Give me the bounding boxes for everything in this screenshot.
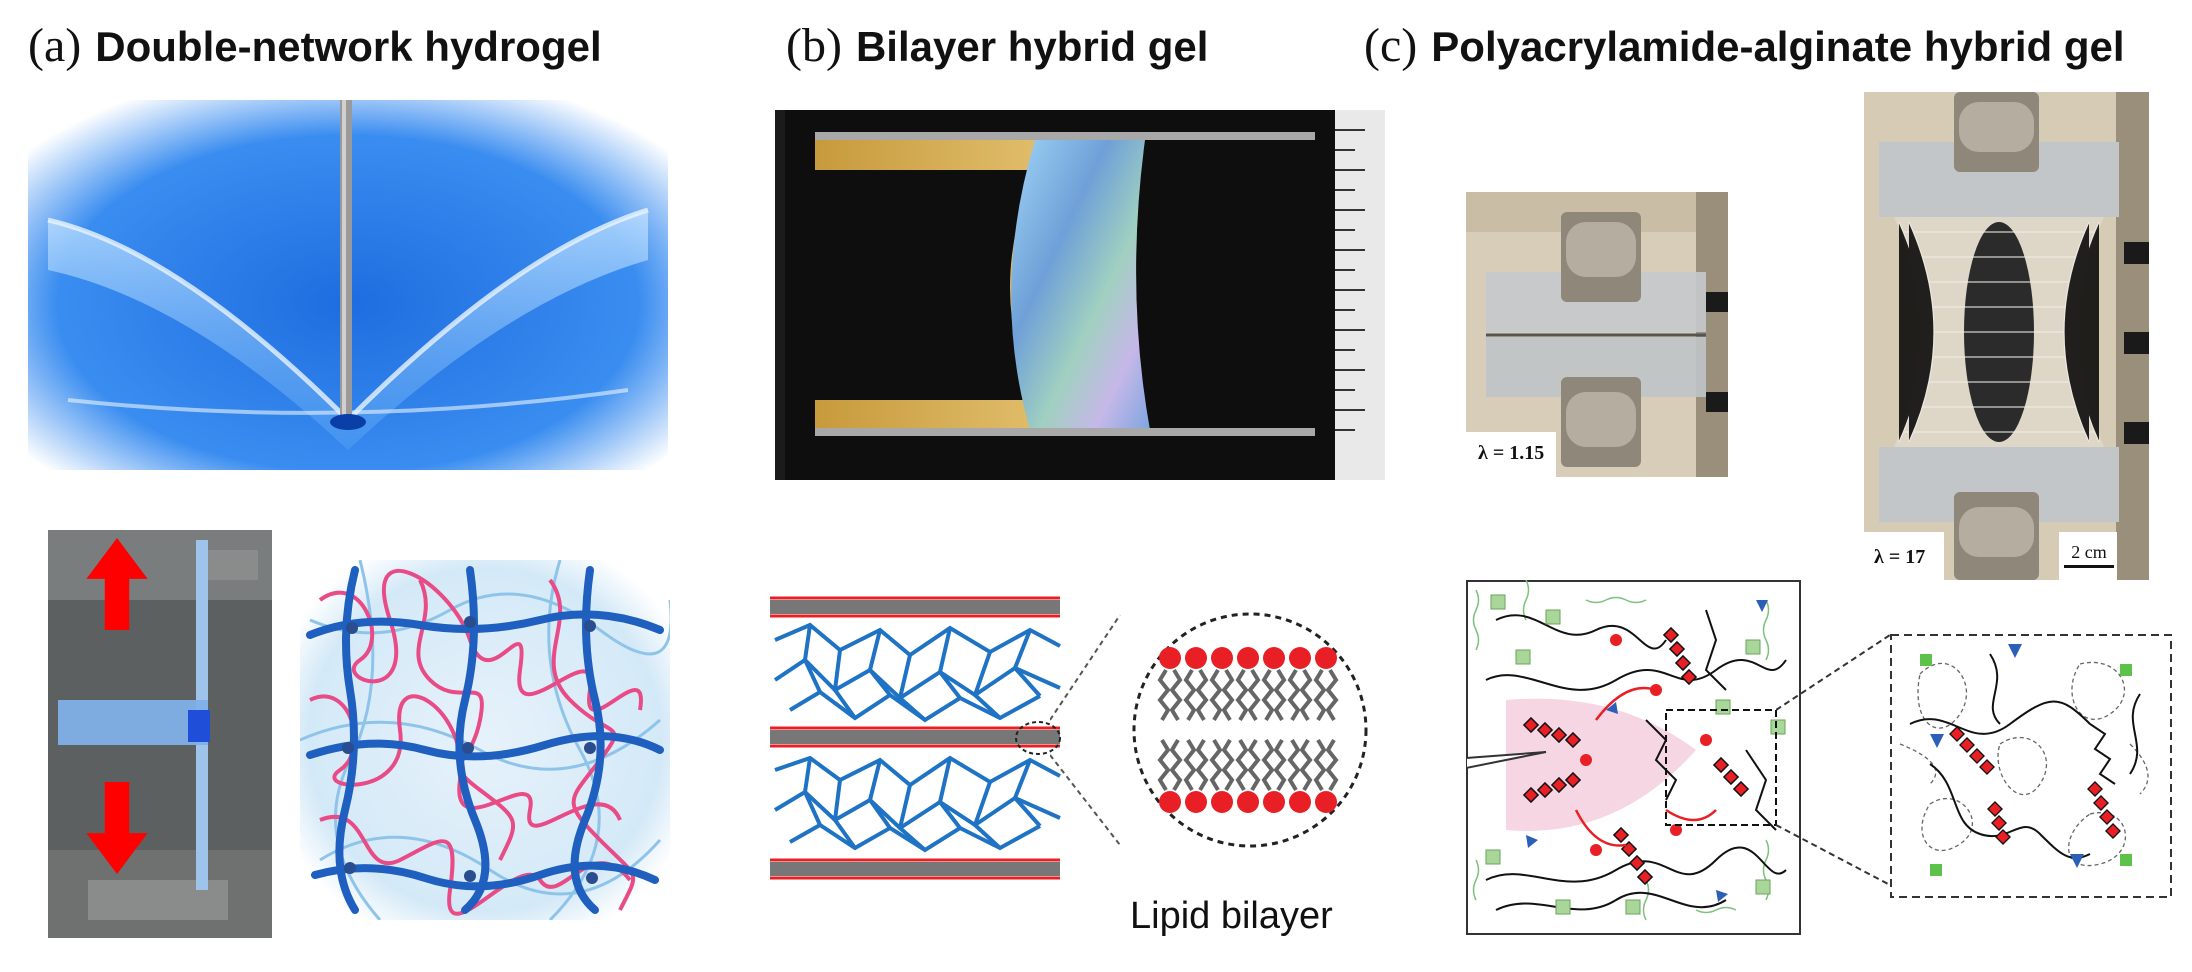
lipid-bilayer-zoom: [1050, 610, 1395, 850]
panel-c-letter: (c): [1364, 19, 1418, 72]
panel-b-title: Bilayer hybrid gel: [855, 23, 1209, 70]
tensile-test-photo: [48, 530, 272, 938]
hybrid-gel-photo-large-stretch: λ = 17 2 cm: [1864, 92, 2149, 580]
panel-b-header: (b) Bilayer hybrid gel: [786, 18, 1208, 73]
stretch-ratio-small-label: λ = 1.15: [1472, 440, 1551, 467]
red-down-arrow-icon: [86, 782, 148, 874]
bilayer-gel-photo: [775, 110, 1385, 480]
green-square-icon: [1485, 594, 1786, 915]
scale-bar-label: 2 cm: [2071, 542, 2107, 562]
alginate-chains: [1522, 626, 1750, 886]
scale-bar-line: [2064, 565, 2114, 568]
panel-b-letter: (b): [786, 19, 842, 72]
red-up-arrow-icon: [86, 538, 148, 630]
panel-a-title: Double-network hydrogel: [95, 23, 602, 70]
panel-a-header: (a) Double-network hydrogel: [28, 18, 602, 73]
zoom-connector-lines: [1776, 634, 1890, 886]
blue-triangle-icon: [1526, 600, 1768, 902]
panel-c-title: Polyacrylamide-alginate hybrid gel: [1431, 23, 2125, 70]
hybrid-gel-zoom-diagram: [1890, 634, 2172, 898]
hybrid-gel-network-diagram: [1466, 580, 1801, 935]
double-network-diagram: [300, 560, 670, 920]
lipid-bilayer-label: Lipid bilayer: [1130, 895, 1333, 937]
bilayer-structure-diagram: [770, 580, 1070, 900]
panel-a-letter: (a): [28, 19, 82, 72]
hybrid-gel-photo-small-stretch: λ = 1.15: [1466, 192, 1728, 477]
panel-c-header: (c) Polyacrylamide-alginate hybrid gel: [1364, 18, 2125, 73]
scale-bar: 2 cm: [2064, 542, 2114, 568]
lipid-layer-strips: [770, 596, 1060, 880]
stretch-ratio-large-label: λ = 17: [1868, 544, 1932, 571]
double-network-gel-photo: [28, 100, 668, 470]
